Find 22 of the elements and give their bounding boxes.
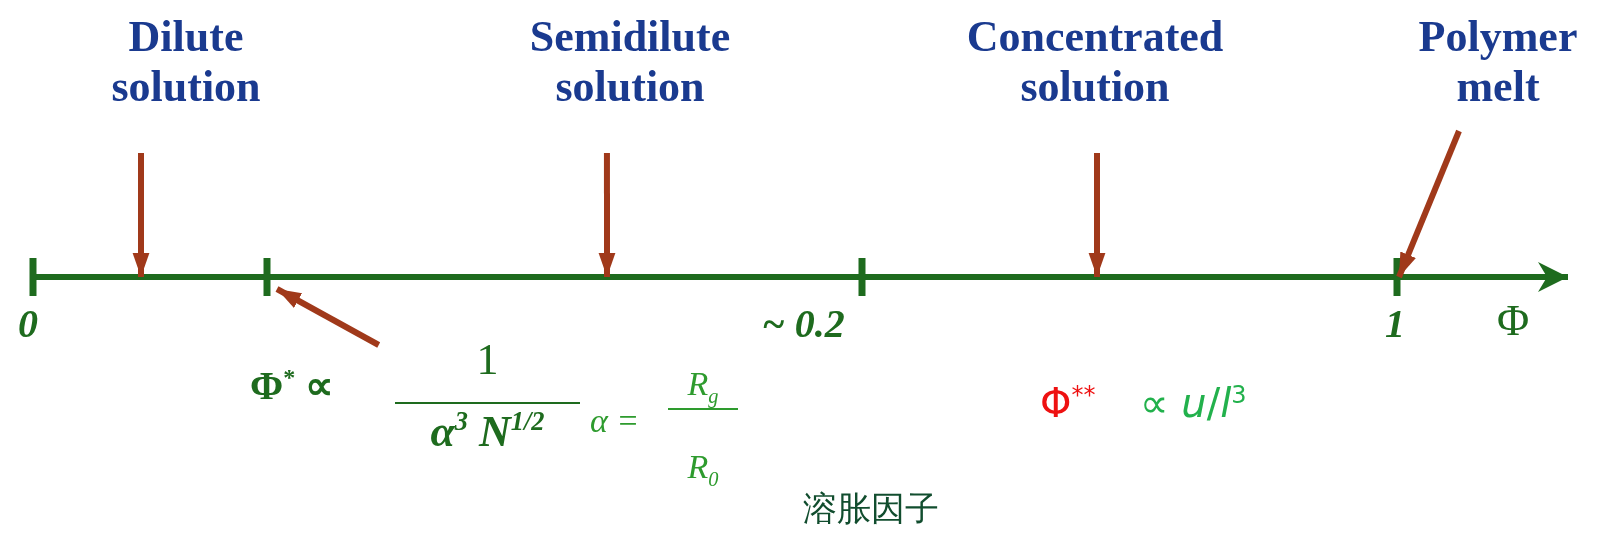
formula-text: α =	[590, 402, 640, 440]
formula-symbol: Φ$^{**}$	[1040, 380, 1096, 426]
numerator: R$_{g}$	[668, 365, 738, 410]
arrow	[1396, 129, 1462, 279]
phase-label: Concentrated solution	[895, 12, 1295, 112]
annotation-text: 溶胀因子	[803, 487, 939, 530]
denominator: R$_{0}$	[686, 448, 720, 491]
denominator: α$^{3}$ N$^{1/2}$	[395, 402, 580, 457]
tick-label: 0	[18, 300, 38, 347]
phase-label: Semidilute solution	[470, 12, 790, 112]
formula-text: ∝ u/l$^{3}$	[1140, 380, 1247, 426]
arrow	[132, 153, 150, 277]
phase-label: Polymer melt	[1378, 12, 1618, 112]
tick-label: ~ 0.2	[762, 300, 845, 347]
axis-label: Φ	[1497, 295, 1530, 346]
numerator: 1	[475, 334, 500, 385]
tick-label: 1	[1385, 300, 1405, 347]
arrow	[275, 286, 381, 348]
formula-symbol: Φ$^{*}$ ∝	[250, 362, 336, 409]
arrow	[598, 153, 616, 277]
phase-label: Dilute solution	[86, 12, 286, 112]
arrow	[1088, 153, 1106, 277]
